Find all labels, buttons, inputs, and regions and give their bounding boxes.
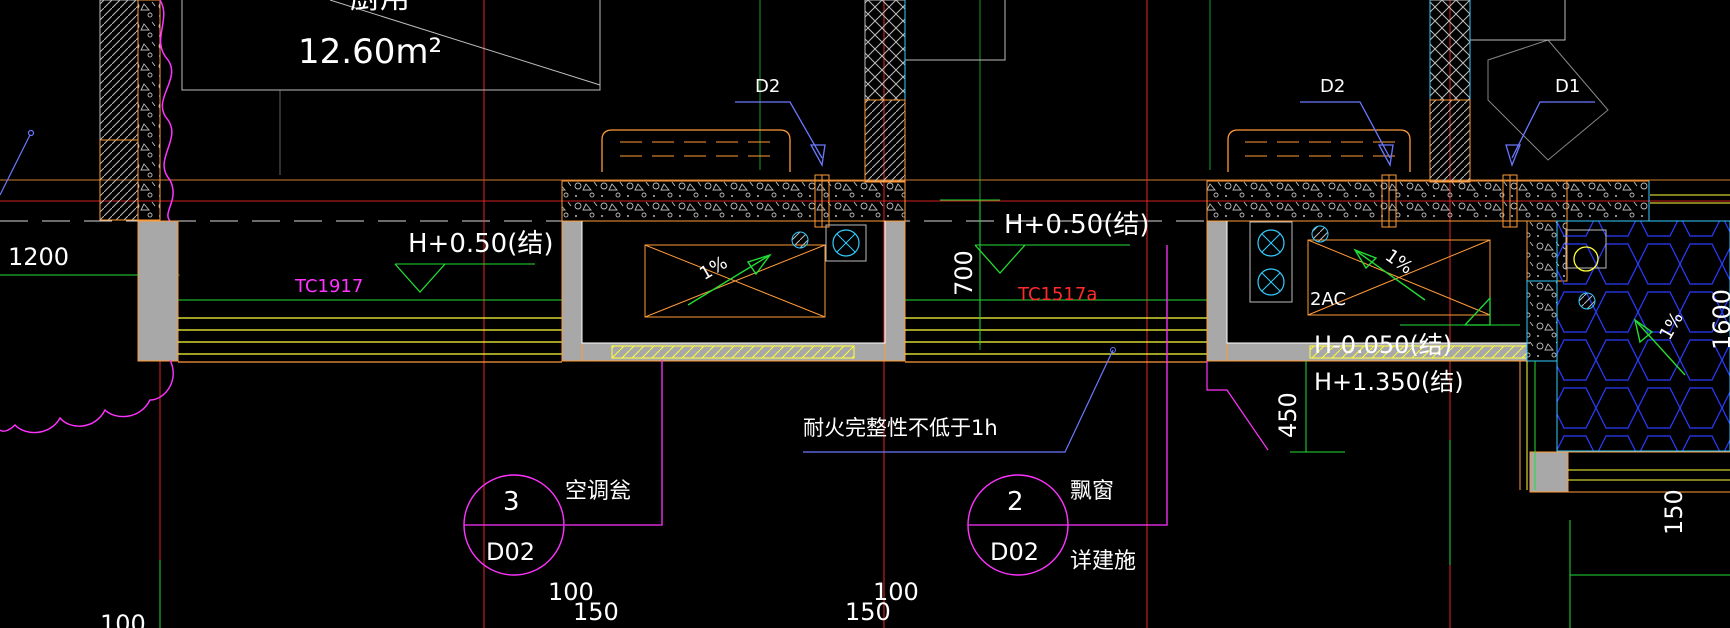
svg-text:2: 2	[1007, 487, 1024, 517]
dimension-1200: 1200	[0, 243, 138, 276]
svg-text:100: 100	[100, 610, 146, 628]
elevation-left: H+0.50(结)	[394, 229, 554, 293]
svg-text:飘窗: 飘窗	[1070, 479, 1114, 504]
window-label-tc1917: TC1917	[294, 276, 363, 297]
elevation-mid: H+0.50(结)	[974, 210, 1150, 274]
svg-text:1600: 1600	[1708, 289, 1730, 350]
window-label-tc1517a: TC1517a	[1017, 284, 1097, 305]
svg-text:2AC: 2AC	[1310, 289, 1346, 310]
svg-text:D1: D1	[1555, 76, 1580, 97]
leader-top-left	[0, 129, 35, 196]
svg-text:D2: D2	[755, 76, 780, 97]
detail-callout-right: 2 D02 飘窗 详建施	[967, 245, 1168, 576]
window-tc1517a	[905, 299, 1207, 363]
room-area-text: 12.60m²	[298, 32, 442, 72]
dimension-150-right: 150	[1449, 440, 1688, 565]
svg-text:150: 150	[845, 598, 891, 626]
svg-text:耐火完整性不低于1h: 耐火完整性不低于1h	[803, 416, 998, 440]
duct-leader-left: D2	[735, 76, 826, 167]
svg-text:1%: 1%	[1381, 245, 1416, 279]
svg-text:450: 450	[1274, 392, 1302, 438]
column-center	[864, 0, 906, 183]
svg-text:空调瓮: 空调瓮	[565, 479, 631, 504]
ac-niche-left: 1%	[561, 129, 906, 362]
svg-text:H-0.050(结): H-0.050(结)	[1314, 331, 1452, 359]
svg-text:100: 100	[548, 578, 594, 606]
dimension-450: 450	[1206, 361, 1345, 453]
svg-text:3: 3	[503, 487, 520, 517]
svg-text:H+0.50(结): H+0.50(结)	[408, 229, 554, 259]
svg-text:厨用: 厨用	[350, 0, 410, 16]
upper-room-outline	[181, 0, 1609, 161]
ac-niche-right: 2AC 1%	[1206, 129, 1568, 362]
svg-text:H+1.350(结): H+1.350(结)	[1314, 368, 1464, 396]
svg-text:D2: D2	[1320, 76, 1345, 97]
svg-text:详建施: 详建施	[1070, 549, 1136, 574]
svg-text:150: 150	[573, 598, 619, 626]
svg-text:150: 150	[1660, 489, 1688, 535]
hex-floor-area: 1% 1600	[1519, 180, 1730, 628]
column-right	[1429, 0, 1471, 183]
svg-text:100: 100	[873, 578, 919, 606]
svg-text:H+0.50(结): H+0.50(结)	[1004, 210, 1150, 240]
bottom-dimensions: 100 150 100 150 100	[100, 578, 919, 628]
left-wall	[99, 0, 179, 362]
svg-text:1200: 1200	[8, 243, 69, 271]
revision-cloud	[0, 359, 174, 434]
room-label: 厨用 12.60m²	[298, 0, 442, 72]
dimension-700: 700	[940, 199, 1000, 345]
detail-callout-left: 3 D02 空调瓮	[463, 360, 663, 576]
svg-text:D02: D02	[486, 538, 535, 566]
elevation-right: H-0.050(结) H+1.350(结)	[1314, 331, 1464, 396]
svg-text:1%: 1%	[696, 252, 731, 284]
duct-leader-right: D2 D1	[1300, 76, 1595, 167]
fire-rating-note: 耐火完整性不低于1h	[803, 347, 1116, 453]
svg-text:700: 700	[950, 250, 978, 296]
window-tc1917	[178, 299, 562, 363]
svg-text:D02: D02	[990, 538, 1039, 566]
